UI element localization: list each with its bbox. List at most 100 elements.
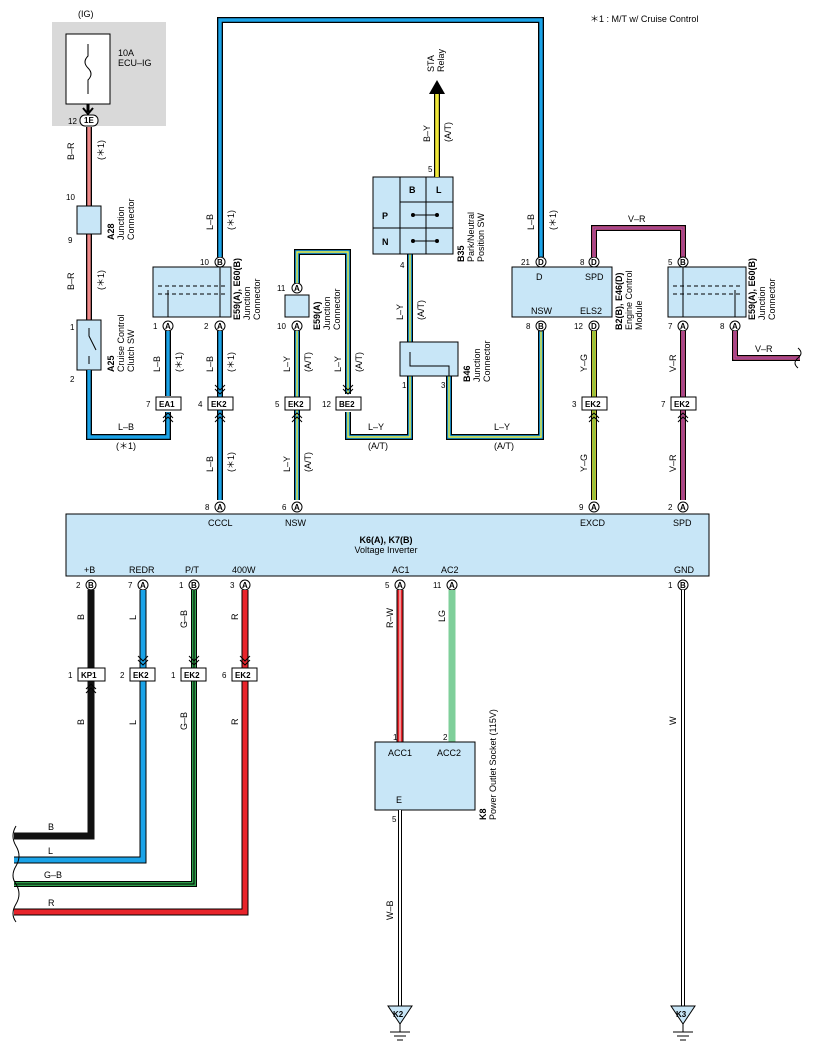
wire-label-yg-2: Y–G [579,454,589,472]
pin-letter: B [88,581,94,590]
wire-label-gb-3: G–B [44,870,62,880]
ecm-pin-d: D [536,272,543,282]
ground-symbol [673,1024,693,1041]
pin-circle [588,501,600,513]
switch-icon [88,328,97,364]
pin-circle [677,256,689,268]
ground-label-k2: K2 [393,1010,404,1019]
ground-icon [670,1005,696,1025]
b46-pin-l: 1 [402,381,407,390]
connector-clip [180,667,207,682]
b46-link [409,352,450,376]
inverter-top-spd: SPD [673,518,692,528]
e59-name1-right: Junction [757,286,767,320]
clip-label: BE2 [339,400,355,409]
ecm-pin-els2: ELS2 [580,306,602,316]
pin-circle [535,256,547,268]
pin-letter: A [217,322,223,331]
b35-cell-n: N [382,237,389,247]
pin-number: 6 [282,503,287,512]
wire-label-lb-3: L–B [526,214,536,230]
wire-g-b [14,590,197,887]
pin-letter: D [591,258,597,267]
fuse-conn: 1E [84,116,94,125]
ecm-id: B2(B), E46(D) [614,272,624,330]
fuse-amp: 10A [118,48,134,58]
wire-tag-lb-4: (＊1) [174,352,184,372]
a28-name1: Junction [116,206,126,240]
wire-label-ly-4: L–Y [368,422,384,432]
inverter-bot-400w: 400W [232,565,256,575]
wire-tag-br-2: (＊1) [96,270,106,290]
pin-letter: B [191,581,197,590]
clip-label: EK2 [211,400,227,409]
wire-label-l-1: L [128,615,138,620]
pin-letter: A [680,322,686,331]
wire-label-b-1: B [76,614,86,620]
clip-label: EK2 [235,671,251,680]
k8-pin-1: 1 [393,733,398,742]
pin-number: 8 [205,503,210,512]
b35-cell-p: P [382,211,388,221]
pin-number: 11 [433,581,442,590]
pin-number: 1 [153,322,158,331]
ecm-name2: Module [634,300,644,330]
k8-e: E [396,795,402,805]
clip-pin: 2 [120,671,125,680]
pin-number: 10 [200,258,209,267]
fuse-pin: 12 [68,117,77,126]
a28-connector [76,205,102,235]
clip-pin: 7 [146,400,151,409]
chevron-down-icon [239,655,251,666]
pin-letter: B [217,258,223,267]
wire-v-r [680,331,800,500]
a28-id: A28 [106,223,116,240]
wire-label-r-3: R [48,898,55,908]
clip-label: EK2 [585,400,601,409]
chevron-down-icon [342,384,354,395]
b35-name2: Position SW [476,212,486,262]
b46-name1: Junction [472,348,482,382]
inverter-bot-pt: P/T [185,565,200,575]
inverter-bot-b: +B [84,565,95,575]
wire-tag-ly-6: (A/T) [494,441,514,451]
inverter-top-cccl: CCCL [208,518,233,528]
pin-number: 8 [526,322,531,331]
clip-pin: 3 [572,400,577,409]
fuse-name: ECU–IG [118,58,152,68]
pin-number: 8 [580,258,585,267]
e59a-name1: Junction [322,296,332,330]
pin-letter: D [538,258,544,267]
pin-number: 21 [521,258,530,267]
pin-number: 2 [76,581,81,590]
wire-l-y [294,240,544,500]
e59-connector-right [667,266,747,318]
e59-name1-left: Junction [242,286,252,320]
wire-label-b-3: B [48,822,54,832]
b35-name1: Park/Neutral [466,212,476,262]
wire-tag-lb-6: (＊1) [226,452,236,472]
chevron-down-icon [137,655,149,666]
clip-label: EK2 [288,400,304,409]
connector-clip-row-lower: KP1 1 EK2 2 EK2 1 EK2 6 [68,655,258,694]
pin-letter: A [165,322,171,331]
a25-name1: Cruise Control [116,314,126,372]
wire-v-r-top [591,225,686,257]
connector-clip [335,396,362,411]
wire-tag-ly-5: (A/T) [416,300,426,320]
b35-cell-l: L [436,185,442,195]
chevron-up-icon [162,412,174,423]
a25-pin-top: 1 [70,323,75,332]
wire-b-black [14,590,95,840]
ecm-pin-nsw: NSW [531,306,553,316]
wire-l-b-clutch [86,370,171,440]
pin-number: 5 [385,581,390,590]
e59-connector-left [152,266,232,318]
arrow-up-icon [429,80,445,94]
chevron-up-icon [677,412,689,423]
pin-number: 11 [277,284,286,293]
b35-id: B35 [456,245,466,262]
wire-break-icon [12,825,20,923]
pin-letter: A [397,581,403,590]
